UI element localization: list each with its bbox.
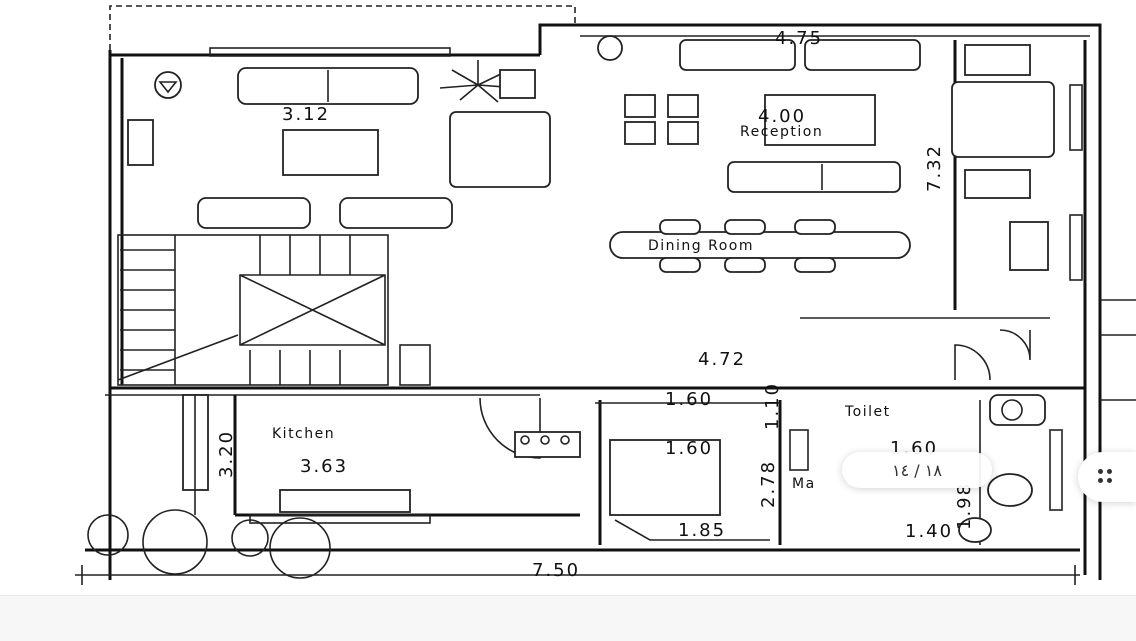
armchair-2 [339, 197, 453, 229]
dining-chair-2 [724, 219, 766, 235]
plant-circle-1 [87, 514, 129, 556]
right-window-2 [1069, 214, 1083, 281]
plant-circle-3 [231, 519, 269, 557]
dining-chair-3 [794, 219, 836, 235]
maid-bed [609, 439, 721, 516]
floor-plan: 4.75 3.12 4.00 7.32 4.72 1.60 1.10 3.20 … [75, 5, 1136, 585]
dim-total-width: 7.50 [532, 560, 580, 581]
basin [1001, 399, 1023, 421]
dining-chair-1 [659, 219, 701, 235]
room-label-reception: Reception [740, 124, 823, 140]
dim-living-width: 3.12 [282, 104, 330, 125]
shower-tray [987, 473, 1033, 507]
dining-chair-4 [659, 257, 701, 273]
more-button[interactable] [1078, 452, 1136, 502]
chair-4 [667, 121, 699, 145]
side-table [499, 69, 536, 99]
maid-walls [598, 400, 782, 545]
wall-unit [127, 119, 154, 166]
dim-reception-width: 4.00 [758, 106, 806, 127]
plant-circle-4 [269, 517, 331, 579]
stair-arrow [117, 235, 239, 385]
kitchen-window [249, 514, 431, 524]
coffee-table [282, 129, 379, 176]
burner [520, 435, 530, 445]
dining-chair-6 [794, 257, 836, 273]
chair-right-2 [964, 169, 1031, 199]
dim-bath-width: 1.40 [905, 521, 953, 542]
right-window-1 [1069, 84, 1083, 151]
entry-door [954, 344, 991, 381]
dim-maid-depth: 2.78 [758, 460, 779, 508]
living-area-furniture [127, 60, 551, 229]
room-label-maid: Ma [792, 476, 816, 492]
reception-furniture [597, 35, 1055, 271]
burner [560, 435, 570, 445]
chair-2 [667, 94, 699, 118]
top-wall [110, 23, 1102, 580]
toilet-door [789, 429, 809, 471]
total-width-line [75, 565, 1080, 585]
cabinet [1009, 221, 1049, 271]
sofa-right [951, 81, 1055, 158]
dots-grid-icon [1098, 469, 1114, 485]
dim-right-depth: 7.32 [924, 144, 945, 192]
dim-corridor-depth: 1.10 [762, 382, 783, 430]
dimension-lines [75, 35, 1090, 585]
right-window-3 [1049, 429, 1063, 511]
chair-1 [624, 94, 656, 118]
reception-table [764, 94, 876, 146]
stair-frame [117, 234, 389, 386]
dim-maid-bath-width: 1.85 [678, 520, 726, 541]
dim-kitchen-depth: 3.20 [216, 430, 237, 478]
bathroom-fixtures [609, 394, 1046, 543]
right-balcony-lines [1100, 299, 1136, 401]
plant-icon-2 [597, 35, 623, 61]
dimension-labels: 4.75 3.12 4.00 7.32 4.72 1.60 1.10 3.20 … [216, 28, 975, 581]
kitchen-fixtures [182, 394, 581, 524]
sofa-reception-2 [804, 39, 921, 71]
toilet-bowl [958, 517, 992, 543]
dim-kitchen-width: 3.63 [300, 456, 348, 477]
balcony-outline [109, 5, 576, 50]
dining-chair-5 [724, 257, 766, 273]
sofa-reception-1 [679, 39, 796, 71]
dim-mid-width: 4.72 [698, 349, 746, 370]
stair-treads-left [120, 249, 175, 371]
plant-mark [158, 81, 178, 94]
stair-treads-top [259, 235, 351, 275]
palm-plant-icon [439, 60, 519, 103]
room-label-dining: Dining Room [648, 238, 754, 254]
maid-bath [614, 519, 770, 541]
burner [540, 435, 550, 445]
chair-3 [624, 121, 656, 145]
dim-toilet-depth: 1.98 [954, 482, 975, 530]
top-window [209, 47, 451, 57]
stair-post [399, 344, 431, 386]
dim-top-right-width: 4.75 [775, 28, 823, 49]
dim-maid-width: 1.60 [665, 438, 713, 459]
armchair-1 [197, 197, 311, 229]
stair-treads-bottom [249, 350, 341, 385]
dim-corridor-width: 1.60 [665, 389, 713, 410]
plant-icon [154, 71, 182, 99]
side-sofa [449, 111, 551, 188]
page-indicator: ١٨ / ١٤ [842, 452, 992, 488]
sofa-reception-3 [727, 161, 901, 193]
stairs [117, 234, 431, 386]
entry-door-2 [999, 329, 1031, 361]
room-label-kitchen: Kitchen [272, 426, 335, 442]
page-indicator-text: ١٨ / ١٤ [892, 460, 942, 480]
dining-set [609, 219, 911, 273]
chair-right-1 [964, 44, 1031, 76]
bottom-bar [0, 595, 1136, 641]
room-label-toilet: Toilet [844, 404, 891, 420]
stair-void [239, 274, 386, 346]
plant-circle-2 [142, 509, 208, 575]
bath-sink [989, 394, 1046, 426]
room-labels: Reception Dining Room Kitchen Toilet Ma [272, 124, 891, 492]
kitchen-sink [279, 489, 411, 513]
garden-plants [87, 509, 331, 579]
